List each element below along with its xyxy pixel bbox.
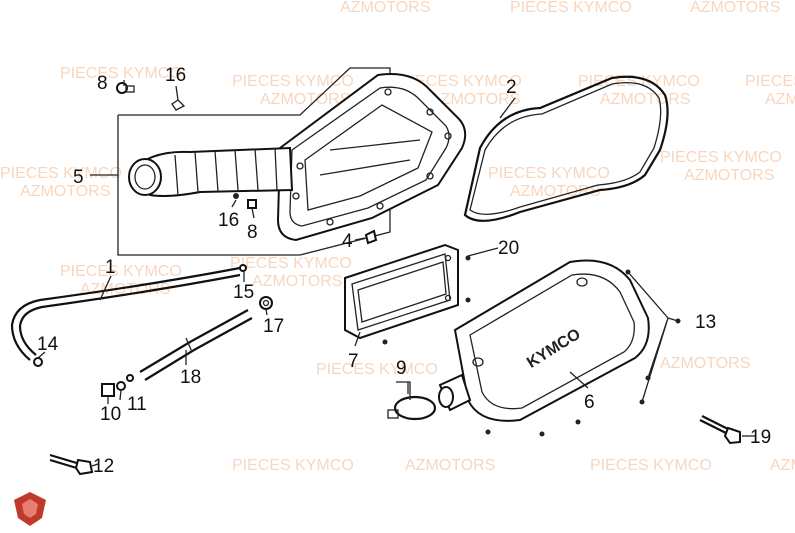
drain-hose[interactable] <box>139 309 253 381</box>
watermark: PIECES KYMCO <box>488 165 610 182</box>
watermark: PIECES KYMCO <box>745 73 795 90</box>
watermark: PIECES KYMCO <box>230 255 352 272</box>
watermark: PIECES KYMCO <box>578 73 700 90</box>
part-number-1: 1 <box>105 257 116 278</box>
watermark: PIECES KYMCO <box>510 0 632 16</box>
part-number-8: 8 <box>97 73 108 94</box>
air-cleaner-case[interactable] <box>276 73 467 242</box>
drain-tube[interactable] <box>10 266 241 361</box>
filter-element[interactable] <box>344 243 459 340</box>
part-number-20: 20 <box>498 238 519 259</box>
part-number-4: 4 <box>342 231 353 252</box>
watermark: PIECES KYMCO <box>590 457 712 474</box>
screws <box>33 82 681 437</box>
azmotors-logo-icon <box>14 492 46 526</box>
part-number-10: 10 <box>100 404 121 425</box>
leader-lines <box>37 80 755 467</box>
part-number-16: 16 <box>165 65 186 86</box>
watermark: PIECES KYMCO <box>232 457 354 474</box>
intake-duct[interactable] <box>128 146 294 197</box>
part-number-12: 12 <box>93 456 114 477</box>
part-number-8: 8 <box>247 222 258 243</box>
flange-bolt[interactable] <box>49 453 94 476</box>
watermark: AZMOTORS <box>20 183 110 200</box>
watermark: PIECES KYMCO <box>660 149 782 166</box>
part-number-13: 13 <box>695 312 716 333</box>
watermark: AZMOTORS <box>660 355 750 372</box>
part-number-2: 2 <box>506 77 517 98</box>
part-number-5: 5 <box>73 167 84 188</box>
part-number-6: 6 <box>584 392 595 413</box>
part-number-15: 15 <box>233 282 254 303</box>
watermark-layer: AZMOTORS PIECES KYMCO AZMOTORS PIECES KY… <box>0 0 795 474</box>
air-cleaner-cover[interactable]: KYMCO <box>438 259 650 422</box>
part-number-labels: 8 16 2 5 16 8 4 20 1 15 13 17 14 7 9 18 … <box>37 65 771 477</box>
part-number-17: 17 <box>263 316 284 337</box>
watermark: PIECES KYMCO <box>316 361 438 378</box>
watermark: PIECES KYMCO <box>232 73 354 90</box>
hose-clamp[interactable] <box>387 395 437 421</box>
watermark: AZMOTORS <box>430 91 520 108</box>
long-bolt[interactable] <box>699 415 741 445</box>
case-seal-gasket[interactable] <box>463 75 669 222</box>
watermark: AZMOTORS <box>260 91 350 108</box>
watermark: AZMOTORS <box>340 0 430 16</box>
watermark: PIECES KYMCO <box>400 73 522 90</box>
part-number-16: 16 <box>218 210 239 231</box>
part-number-7: 7 <box>348 351 359 372</box>
part-number-19: 19 <box>750 427 771 448</box>
watermark: AZMOTORS <box>405 457 495 474</box>
part-number-14: 14 <box>37 334 59 355</box>
watermark: AZMOTORS <box>600 91 690 108</box>
watermark: PIECES KYMCO <box>0 165 122 182</box>
watermark: PIECES KYMCO <box>60 263 182 280</box>
watermark: AZMOTORS <box>252 273 342 290</box>
watermark: AZMOTORS <box>690 0 780 16</box>
watermark: AZMOTORS <box>770 457 795 474</box>
part-number-9: 9 <box>396 358 407 379</box>
watermark: AZMOTORS <box>765 91 795 108</box>
watermark: AZMOTORS <box>684 167 774 184</box>
part-number-18: 18 <box>180 367 201 388</box>
watermark: PIECES KYMCO <box>60 65 182 82</box>
part-number-11: 11 <box>127 394 147 415</box>
